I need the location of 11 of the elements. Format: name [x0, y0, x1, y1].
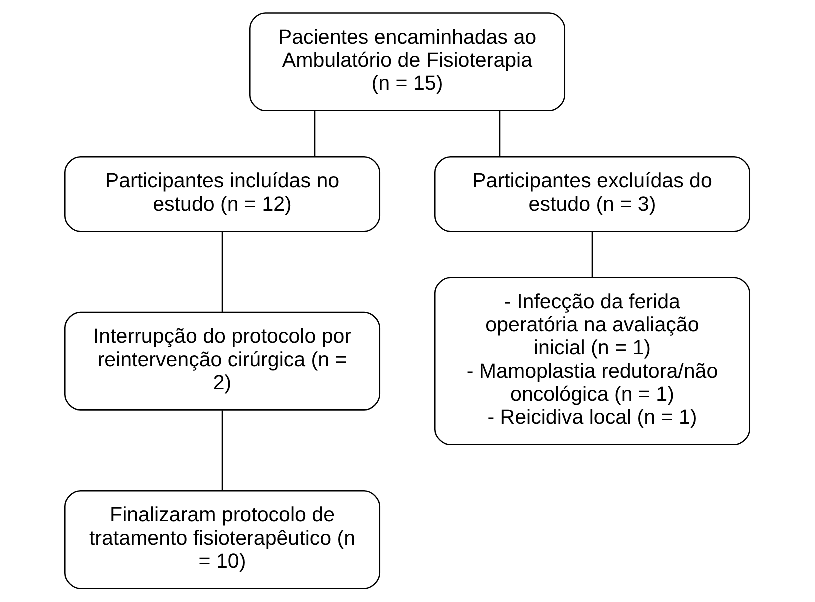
node-box: Participantes excluídas do estudo (n = 3) [434, 156, 750, 232]
node-box: Participantes incluídas no estudo (n = 12) [64, 156, 381, 232]
node-box: - Infecção da ferida operatória na avaliação inicial (n = 1) - Mamoplastia redutora/não oncológica (n = 1) - Reicidiva local (n = 1) [434, 277, 750, 446]
node-box: Finalizaram protocolo de tratamento fisioterapêutico (n = 10) [64, 490, 381, 590]
connector [222, 232, 224, 312]
node-box: Pacientes encaminhadas ao Ambulatório de Fisioterapia (n = 15) [249, 12, 566, 112]
connector [222, 410, 224, 491]
connector [314, 110, 316, 157]
node-box: Interrupção do protocolo por reintervenção cirúrgica (n = 2) [64, 312, 381, 411]
connector [499, 110, 501, 157]
connector [592, 232, 594, 278]
